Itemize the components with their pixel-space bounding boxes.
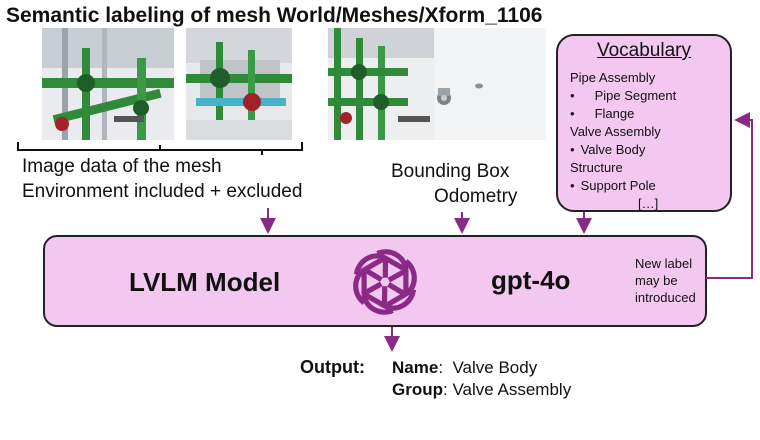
model-version: gpt-4o	[491, 265, 571, 295]
bbox-caption-line2: Odometry	[434, 186, 518, 207]
output-label: Output:	[300, 357, 365, 377]
vocab-item: Valve Assembly	[570, 124, 661, 139]
diagram-title: Semantic labeling of mesh World/Meshes/X…	[6, 4, 543, 27]
vocab-item: •Valve Body	[570, 142, 646, 157]
model-box: LVLM Model gpt-4o New label may be intro…	[43, 235, 707, 327]
vocab-item: •Support Pole	[570, 178, 656, 193]
new-label-note: New label may be introduced	[635, 256, 696, 305]
vocabulary-title: Vocabulary	[596, 40, 691, 61]
model-name: LVLM Model	[129, 267, 281, 297]
output-group-line: Group: Valve Assembly	[392, 380, 572, 399]
mesh-image-1	[42, 28, 174, 140]
vocab-item: •Pipe Segment	[570, 88, 677, 103]
image-caption-line2: Environment included + excluded	[22, 181, 303, 202]
vocab-item: Pipe Assembly	[570, 70, 656, 85]
mesh-image-2	[186, 28, 292, 140]
vocabulary-box: Vocabulary Pipe Assembly •Pipe Segment •…	[556, 34, 732, 212]
vocab-item: Structure	[570, 160, 623, 175]
bbox-caption-line1: Bounding Box	[391, 161, 510, 182]
vocab-item: […]	[638, 196, 659, 211]
mesh-image-4	[434, 28, 546, 140]
openai-logo-icon	[347, 244, 423, 320]
output-name-line: Name: Valve Body	[392, 358, 538, 377]
image-caption-line1: Image data of the mesh	[22, 156, 222, 177]
arrow-feedback-to-vocab	[706, 112, 753, 279]
vocab-item: •Flange	[570, 106, 635, 121]
mesh-image-3	[328, 28, 434, 140]
